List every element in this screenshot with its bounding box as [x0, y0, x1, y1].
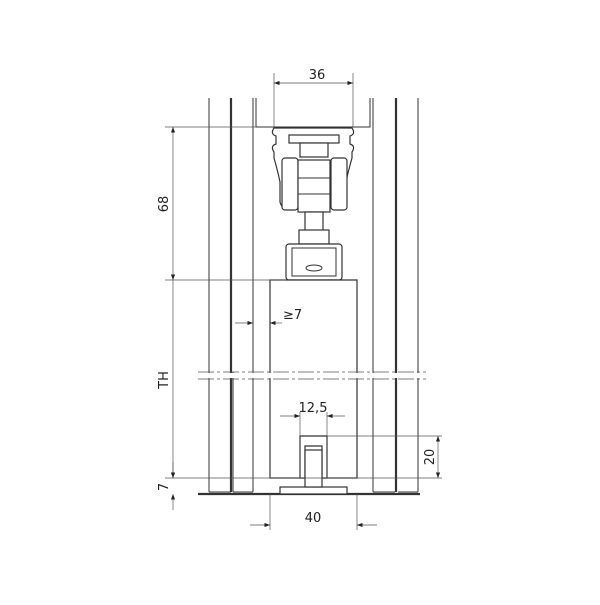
- top-track: [255, 98, 371, 281]
- wall-panels: [198, 98, 420, 496]
- dim-door-thickness: 40: [305, 511, 322, 526]
- dim-door-height: TH: [157, 371, 172, 390]
- dim-track-width: 36: [309, 68, 326, 83]
- dim-floor-gap: 7: [157, 483, 172, 491]
- dim-wall-gap: ≥7: [283, 308, 302, 323]
- break-lines: [198, 371, 426, 380]
- dim-track-height: 68: [157, 196, 172, 213]
- dim-guide-width: 12,5: [299, 401, 328, 416]
- dim-guide-height: 20: [423, 449, 438, 466]
- dimension-lines: [165, 73, 442, 530]
- roller-carrier: [285, 243, 343, 281]
